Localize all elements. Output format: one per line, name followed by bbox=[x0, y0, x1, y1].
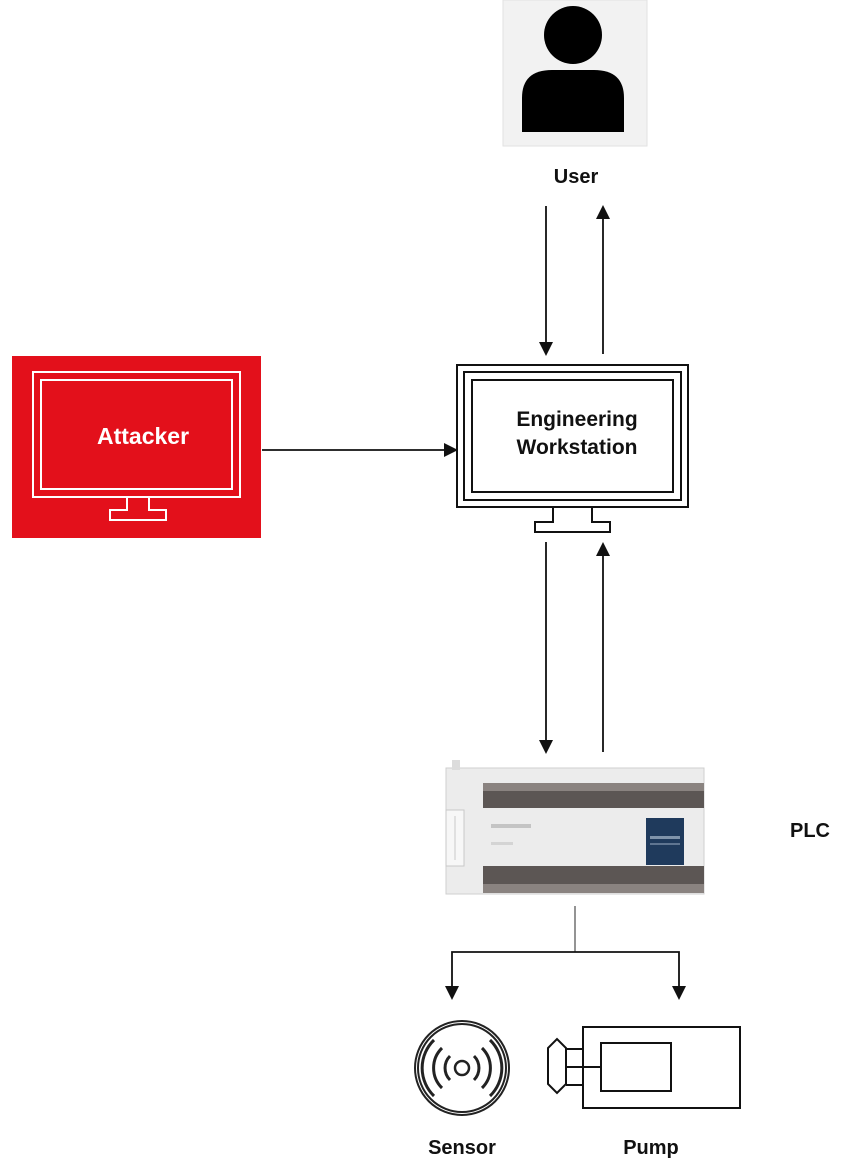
attacker-node: Attacker bbox=[12, 356, 261, 538]
arrow-plc-to-pump bbox=[575, 951, 686, 1000]
sensor-node: Sensor bbox=[414, 1020, 510, 1159]
sensor-label: Sensor bbox=[428, 1137, 496, 1159]
attacker-label: Attacker bbox=[97, 423, 189, 449]
user-node: User bbox=[502, 0, 648, 188]
arrow-plc-to-sensor bbox=[445, 951, 575, 1000]
workstation-label-line1: Engineering bbox=[516, 408, 637, 431]
workstation-node: Engineering Workstation bbox=[456, 364, 689, 533]
pump-node: Pump bbox=[547, 1026, 741, 1159]
attacker-background bbox=[12, 356, 261, 538]
user-icon bbox=[522, 6, 624, 132]
plc-device-icon bbox=[445, 760, 705, 895]
workstation-label-line2: Workstation bbox=[517, 436, 638, 459]
connectors bbox=[262, 205, 686, 1000]
plc-label: PLC bbox=[790, 820, 830, 842]
user-label: User bbox=[554, 166, 599, 188]
pump-icon bbox=[547, 1026, 741, 1109]
plc-node: PLC bbox=[445, 760, 830, 895]
attacker-monitor-icon bbox=[32, 371, 241, 521]
workstation-monitor-icon bbox=[456, 364, 689, 533]
sensor-icon bbox=[414, 1020, 510, 1116]
pump-label: Pump bbox=[623, 1137, 679, 1159]
